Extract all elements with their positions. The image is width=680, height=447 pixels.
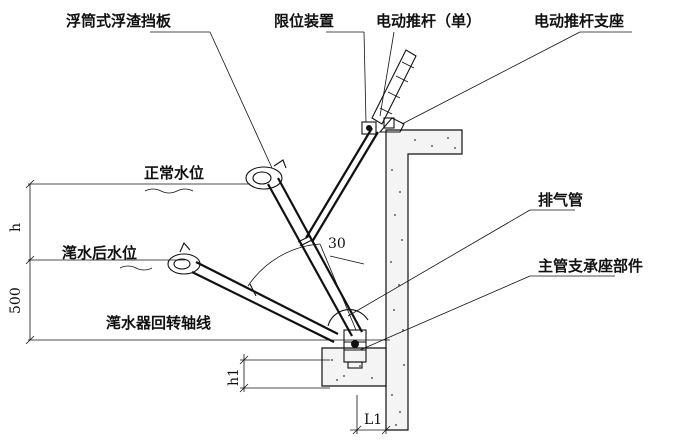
- dim-l1: L1: [364, 412, 382, 428]
- label-after-weir-level: 滗水后水位: [62, 244, 137, 262]
- float-plate-decanted: [167, 241, 201, 275]
- main-pipe-normal: [267, 177, 363, 337]
- float-plate-normal: [245, 159, 287, 190]
- label-actuator-support: 电动推杆支座: [534, 12, 624, 30]
- label-actuator-single: 电动推杆（单）: [376, 12, 481, 30]
- limit-device: [361, 121, 377, 135]
- leader-lines: [150, 31, 632, 351]
- actuator-support: [378, 117, 405, 133]
- label-drain-pipe: 排气管: [538, 191, 583, 209]
- wave-marks: [119, 188, 194, 271]
- dim-h: h: [8, 223, 24, 232]
- angle-indicator: [247, 243, 365, 331]
- left-dimension: [25, 179, 35, 345]
- label-rotation-axis: 滗水器回转轴线: [106, 314, 211, 332]
- main-pipe-decanted: [191, 261, 339, 343]
- label-main-pipe-bearing: 主管支承座部件: [538, 257, 643, 275]
- l1-dimension: [350, 395, 392, 435]
- electric-actuator: [305, 49, 417, 243]
- dim-angle: 30: [328, 236, 346, 252]
- dim-h1: h1: [226, 368, 242, 386]
- label-normal-water-level: 正常水位: [144, 164, 204, 182]
- dim-500: 500: [8, 287, 24, 314]
- label-limit-device: 限位装置: [274, 12, 334, 30]
- label-float-plate: 浮筒式浮渣挡板: [66, 12, 172, 30]
- h1-dimension: [239, 354, 249, 393]
- concrete-wall: [321, 129, 463, 431]
- bearing-seat: [327, 309, 369, 369]
